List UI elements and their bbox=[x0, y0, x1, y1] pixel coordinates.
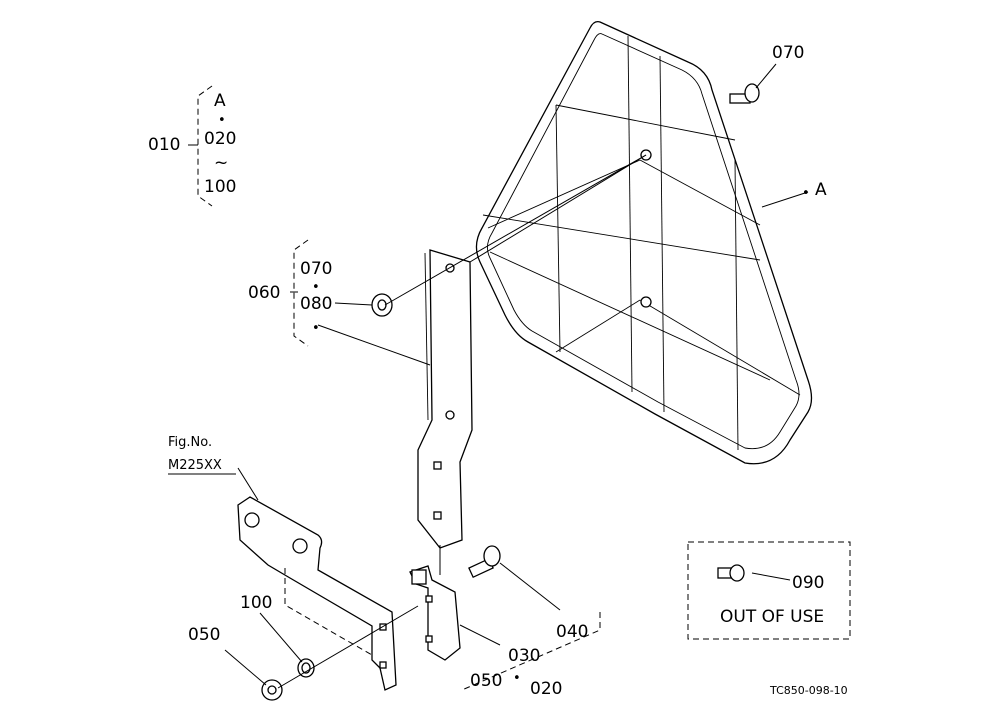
bolt-090 bbox=[717, 564, 745, 582]
callout-dot: • bbox=[513, 671, 521, 686]
callout-dot: • bbox=[802, 186, 810, 201]
nut-050 bbox=[261, 679, 283, 701]
callout-bolt-040: 040 bbox=[556, 622, 588, 642]
bolt-040 bbox=[468, 545, 501, 579]
callout-dot: • bbox=[312, 280, 320, 295]
callout-frame-a: A bbox=[815, 180, 827, 200]
callout-group1-tilde: ~ bbox=[214, 153, 228, 173]
callout-bracket-030: 030 bbox=[508, 646, 540, 666]
callout-group1-100: 100 bbox=[204, 177, 236, 197]
mesh-guard-frame bbox=[475, 20, 813, 465]
callout-010: 010 bbox=[148, 135, 180, 155]
callout-dot: • bbox=[312, 321, 320, 336]
group-brace-060 bbox=[293, 239, 309, 347]
washer-100 bbox=[297, 658, 315, 678]
leader-lines bbox=[168, 63, 809, 691]
callout-060: 060 bbox=[248, 283, 280, 303]
callout-washer-100: 100 bbox=[240, 593, 272, 613]
drawing-code: TC850-098-10 bbox=[769, 684, 848, 697]
callout-bolt-090: 090 bbox=[792, 573, 824, 593]
callout-group1-a: A bbox=[214, 91, 226, 111]
callout-dot: • bbox=[218, 113, 226, 128]
bolt-070 bbox=[729, 83, 760, 104]
fig-number: M225XX bbox=[168, 458, 222, 473]
callout-bolt-070: 070 bbox=[772, 43, 804, 63]
fig-label: Fig.No. bbox=[168, 435, 212, 450]
callout-group2-080: 080 bbox=[300, 294, 332, 314]
mounting-plate bbox=[417, 249, 473, 549]
callout-nut-050: 050 bbox=[188, 625, 220, 645]
out-of-use-box bbox=[687, 541, 851, 640]
small-bracket bbox=[409, 565, 461, 661]
out-of-use-label: OUT OF USE bbox=[720, 607, 824, 627]
callout-group1-020: 020 bbox=[204, 129, 236, 149]
group-brace-010 bbox=[197, 85, 213, 207]
callout-bracket-020: 020 bbox=[530, 679, 562, 699]
callout-bracket-050: 050 bbox=[470, 671, 502, 691]
reference-bracket bbox=[237, 496, 397, 691]
callout-group2-070: 070 bbox=[300, 259, 332, 279]
nut-080 bbox=[371, 293, 393, 317]
